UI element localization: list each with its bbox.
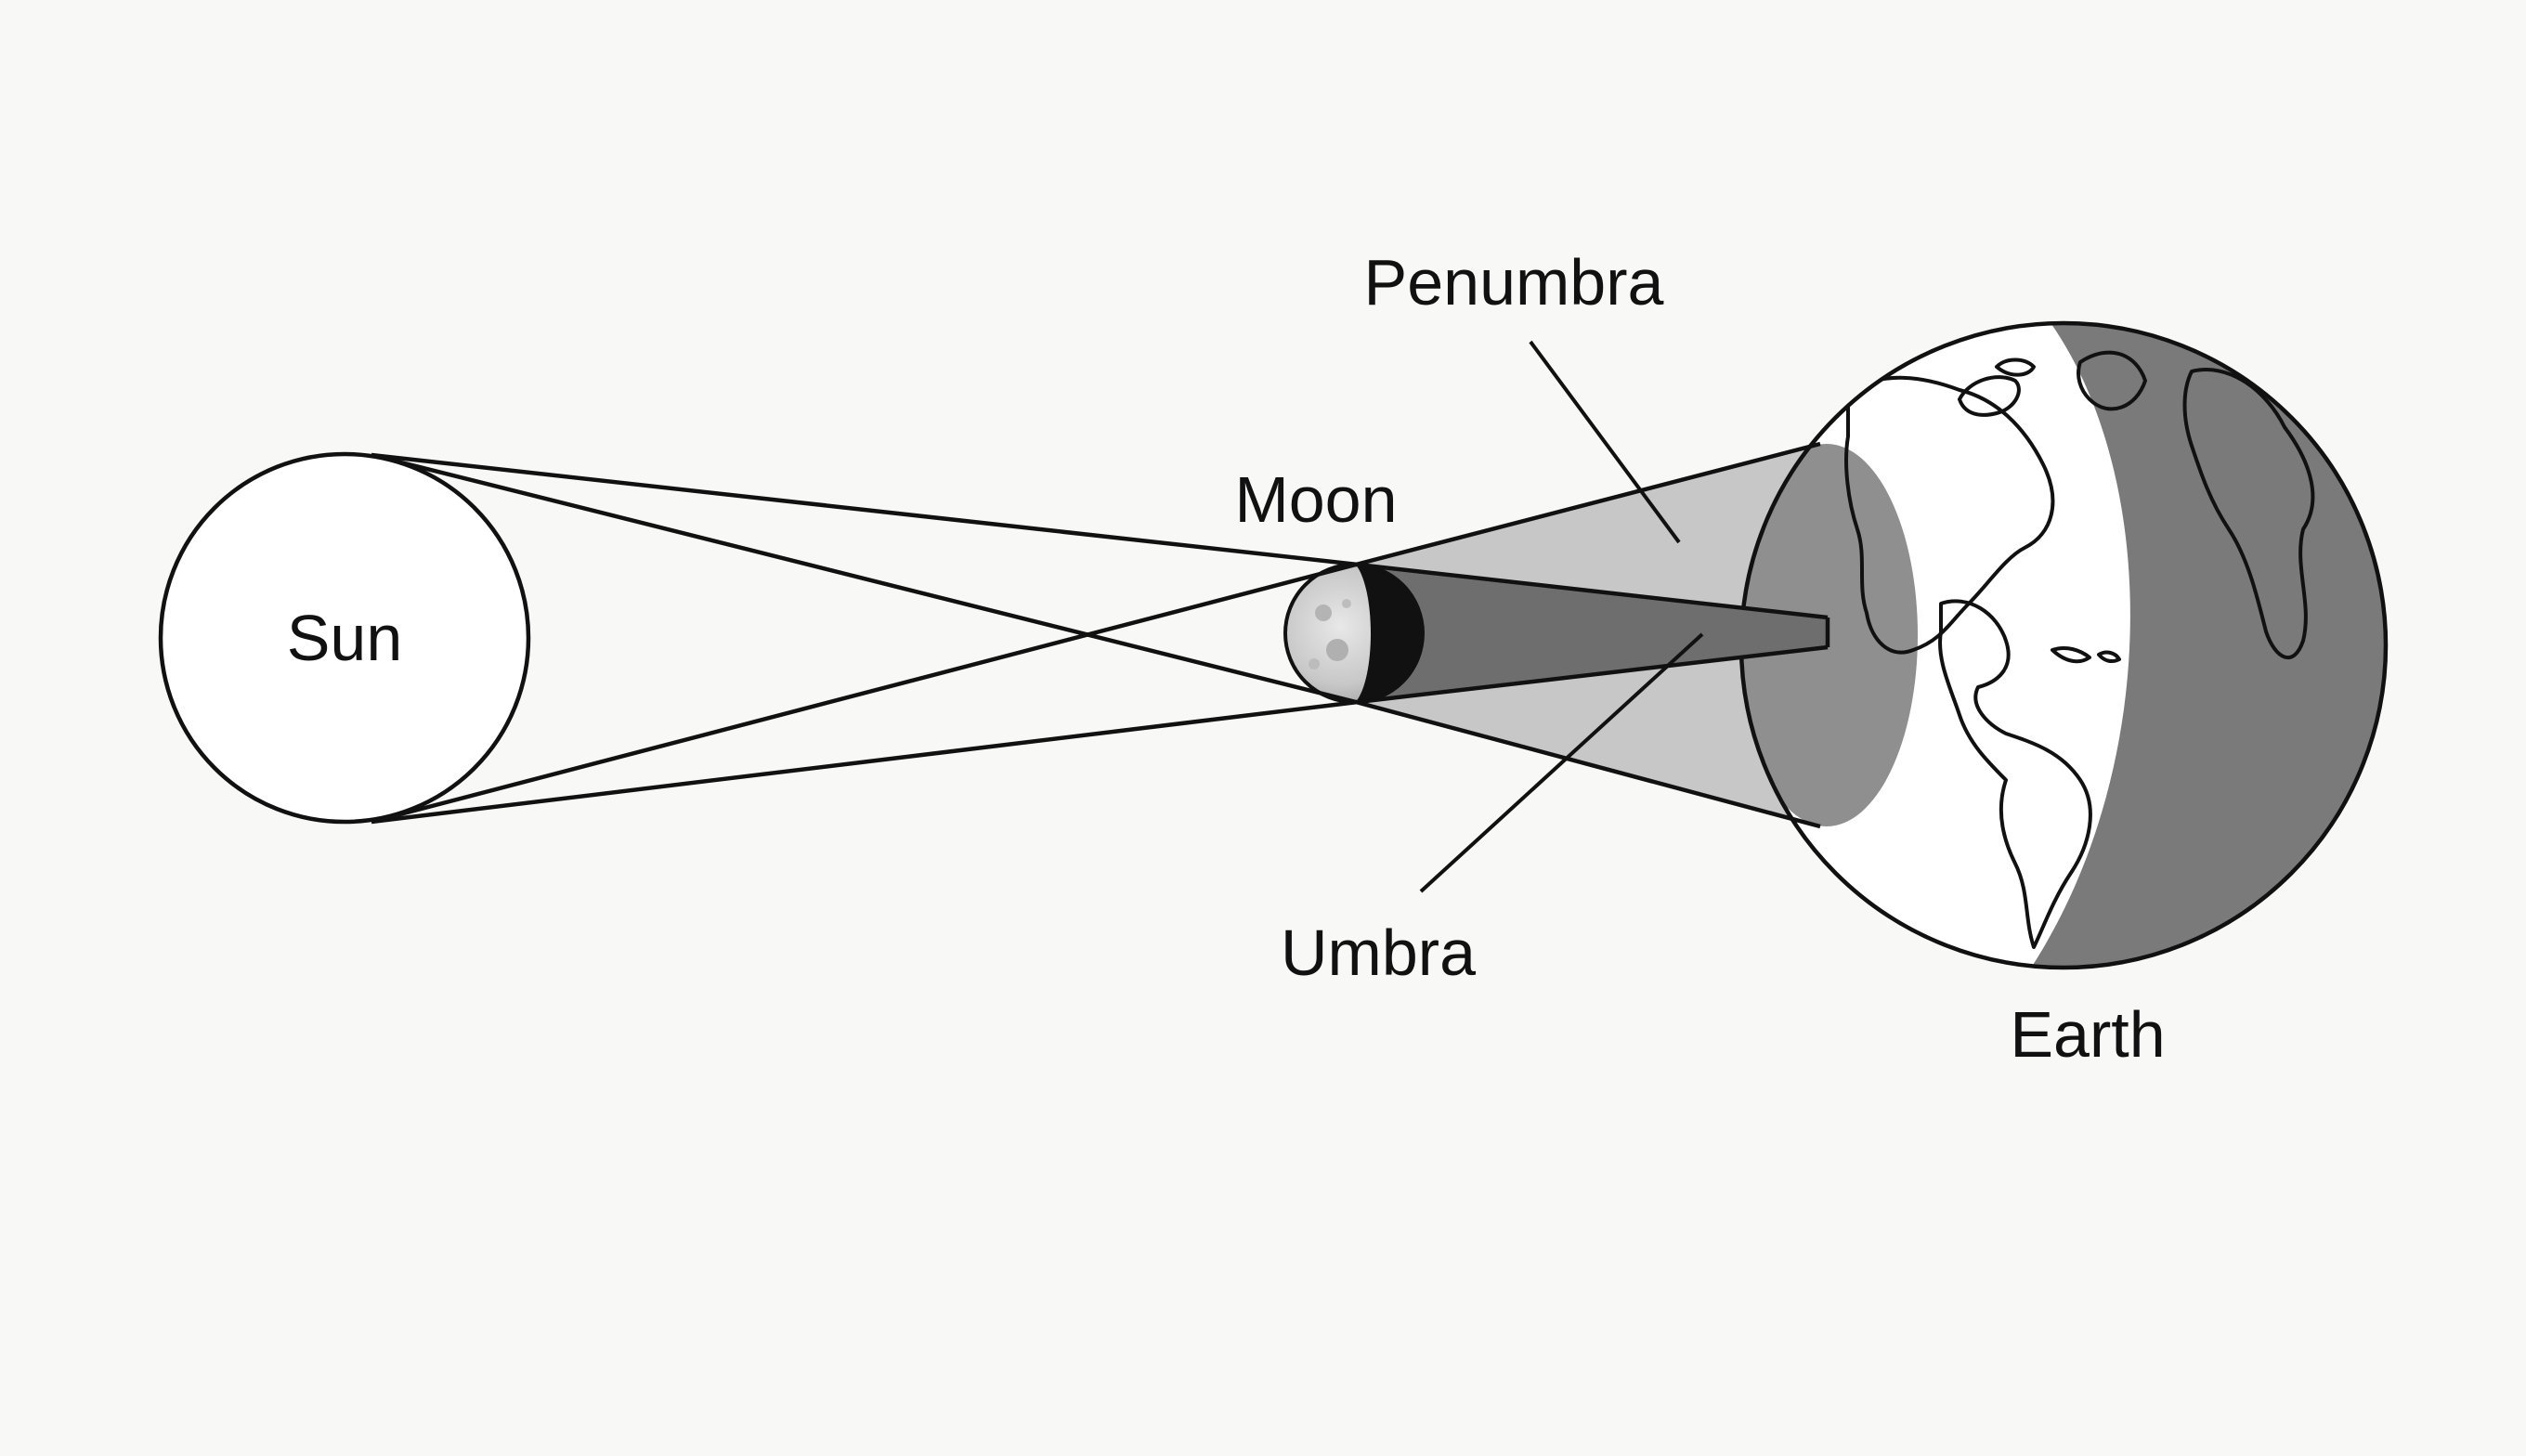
penumbra-label: Penumbra — [1364, 246, 1664, 318]
earth-night-side — [2020, 323, 2386, 968]
sun-label: Sun — [287, 602, 403, 674]
earth — [1738, 320, 2389, 970]
umbra-cone — [1358, 565, 1828, 702]
umbra-label: Umbra — [1281, 916, 1476, 989]
sun — [158, 451, 531, 825]
tangent-lines — [371, 441, 1830, 829]
continents — [1844, 350, 2315, 949]
umbra-leader-line — [1419, 632, 1704, 893]
moon-label: Moon — [1234, 463, 1397, 536]
penumbra-leader-line — [1529, 340, 1681, 544]
moon — [1283, 563, 1425, 704]
earth-label: Earth — [2010, 998, 2165, 1071]
